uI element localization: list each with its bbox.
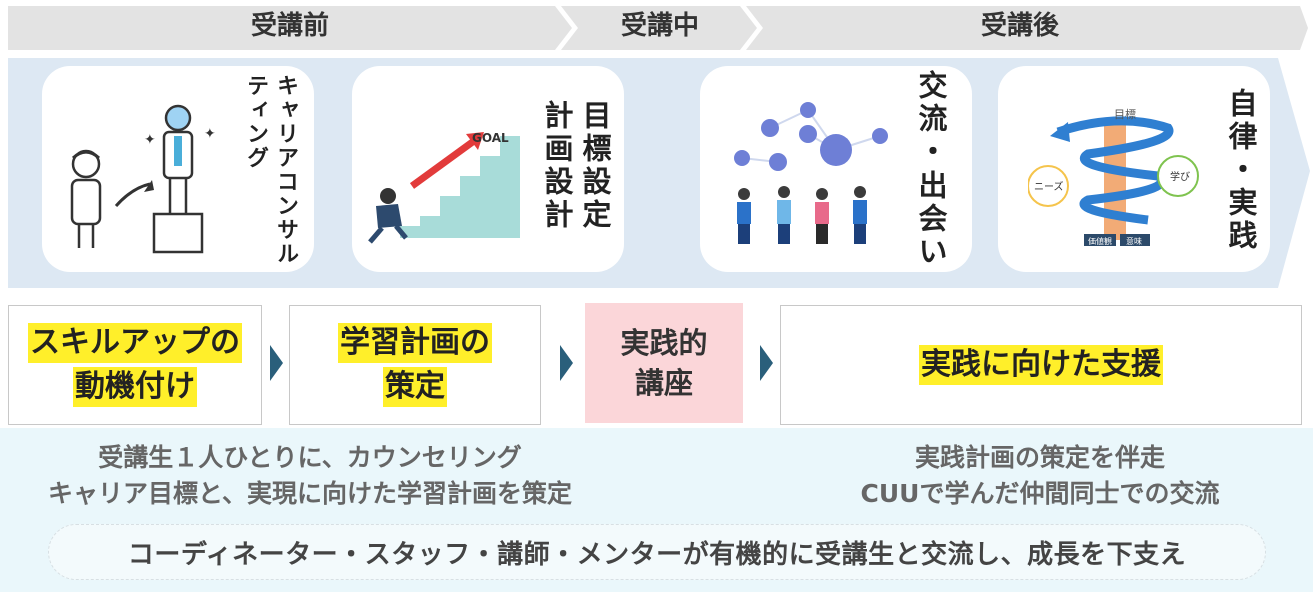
phase-before-arrow — [8, 6, 572, 50]
description-right-line2: CUUで学んだ仲間同士での交流 — [860, 479, 1220, 508]
journey-band — [8, 58, 1310, 288]
encounter-label: 出会い — [914, 170, 948, 269]
network-people-illustration — [734, 102, 888, 244]
card-autonomy: 目標 ニーズ 学び 価値観 意味 自律・実践 — [998, 66, 1270, 272]
spiral-left-label: ニーズ — [1034, 180, 1064, 193]
chevron-right-icon — [270, 345, 283, 381]
description-left-line2: キャリア目標と、実現に向けた学習計画を策定 — [47, 479, 572, 508]
chevron-right-icon — [560, 345, 573, 381]
step-practical-course-line2: 講座 — [634, 366, 693, 400]
phase-during-label: 受講中 — [620, 11, 699, 41]
phase-after-arrow — [746, 6, 1308, 50]
card-exchange: 交流・ 出会い — [700, 66, 972, 272]
description-right-line1: 実践計画の策定を伴走 — [914, 443, 1165, 472]
step-practical-course-line1: 実践的 — [620, 326, 708, 360]
exchange-label: 交流・ — [914, 70, 948, 169]
plan-design-label: 計画設計 — [540, 100, 574, 232]
phase-after-label: 受講後 — [980, 11, 1059, 41]
autonomy-label: 自律・実践 — [1224, 88, 1258, 253]
spiral-bottom-left-label: 価値観 — [1088, 236, 1112, 246]
card-goal-plan: GOAL 目標設定 計画設計 — [352, 66, 624, 272]
career-growth-illustration: ✦ ✦ — [70, 104, 216, 254]
description-left-line1: 受講生１人ひとりに、カウンセリング — [98, 443, 522, 472]
goal-sign: GOAL — [472, 131, 509, 145]
step-practice-support: 実践に向けた支援 — [780, 305, 1302, 425]
spiral-right-label: 学び — [1170, 170, 1190, 183]
description-right: 実践計画の策定を伴走 CUUで学んだ仲間同士での交流 — [790, 440, 1290, 512]
step-practice-support-label: 実践に向けた支援 — [919, 345, 1163, 385]
card-career-consulting: ✦ ✦ キャリアコンサルティング — [42, 66, 314, 272]
svg-text:✦: ✦ — [144, 132, 156, 148]
step-motivation: スキルアップの 動機付け — [8, 305, 262, 425]
phase-before-label: 受講前 — [250, 11, 329, 41]
goal-stairs-illustration: GOAL — [368, 131, 520, 244]
svg-text:✦: ✦ — [204, 126, 216, 142]
step-study-plan-line1: 学習計画の — [338, 323, 492, 363]
phase-during-arrow — [561, 6, 757, 50]
spiral-growth-illustration: 目標 ニーズ 学び 価値観 意味 — [1028, 107, 1199, 246]
step-practical-course: 実践的 講座 — [585, 303, 743, 423]
goal-setting-label: 目標設定 — [578, 100, 612, 232]
step-motivation-line1: スキルアップの — [28, 323, 242, 363]
step-motivation-line2: 動機付け — [73, 367, 197, 407]
step-study-plan-line2: 策定 — [383, 367, 447, 407]
career-consulting-label: キャリアコンサルティング — [243, 74, 298, 266]
description-left: 受講生１人ひとりに、カウンセリング キャリア目標と、実現に向けた学習計画を策定 — [0, 440, 620, 512]
step-study-plan: 学習計画の 策定 — [289, 305, 541, 425]
spiral-top-label: 目標 — [1114, 107, 1136, 121]
spiral-bottom-right-label: 意味 — [1126, 236, 1142, 246]
support-footer: コーディネーター・スタッフ・講師・メンターが有機的に受講生と交流し、成長を下支え — [48, 524, 1266, 580]
phase-header — [8, 6, 1308, 50]
chevron-right-icon — [760, 345, 773, 381]
